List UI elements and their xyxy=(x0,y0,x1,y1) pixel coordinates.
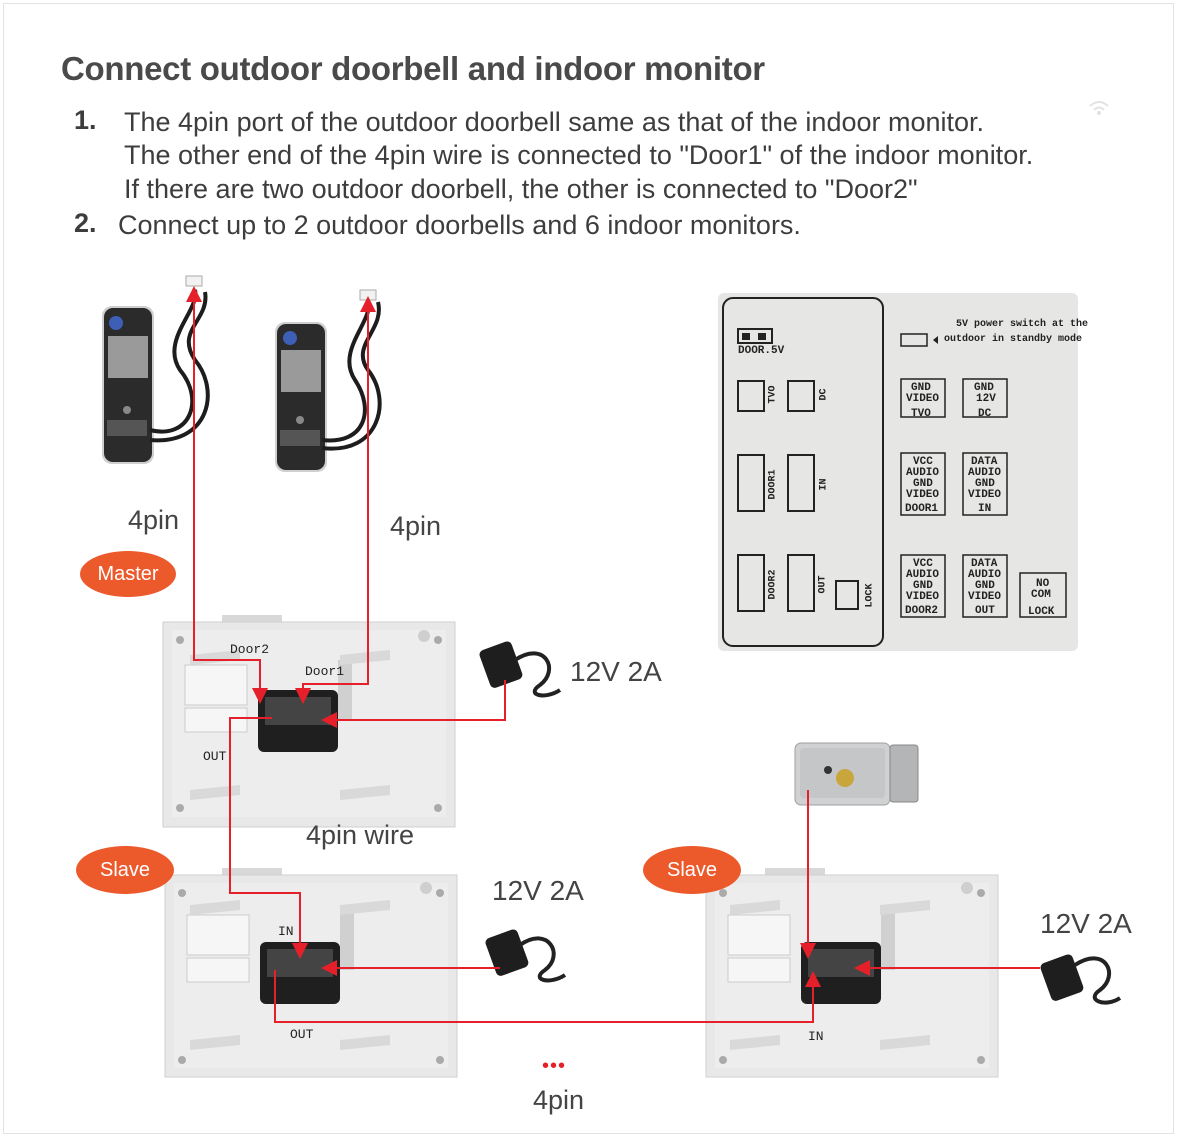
switch-note-line1: 5V power switch at the xyxy=(956,319,1089,330)
pin-label-right: 4pin xyxy=(390,511,442,541)
master-badge: Master xyxy=(80,551,176,597)
out-pin-3: GND xyxy=(975,580,995,592)
out-group-title: OUT xyxy=(975,605,995,617)
door2-pin-3: GND xyxy=(913,580,933,592)
page-title: Connect outdoor doorbell and indoor moni… xyxy=(61,50,765,87)
power-adapter-slave2 xyxy=(1040,954,1122,1005)
door2-pin-4: VIDEO xyxy=(906,591,940,603)
in-group-title: IN xyxy=(978,503,992,515)
door2-pin-2: AUDIO xyxy=(906,569,940,581)
port-lock-label: LOCK xyxy=(864,583,876,608)
power-slave2-label: 12V 2A xyxy=(1040,908,1132,939)
port-in-label: IN xyxy=(818,478,830,491)
in-pin-4: VIDEO xyxy=(968,489,1002,501)
door1-pin-1: VCC xyxy=(913,456,933,468)
wifi-icon xyxy=(1089,101,1109,115)
door2-pin-1: VCC xyxy=(913,558,933,570)
door1-pin-2: AUDIO xyxy=(906,467,940,479)
port-dc-label: DC xyxy=(818,388,830,401)
door1-pin-3: GND xyxy=(913,478,933,490)
lock-pin-1: NO xyxy=(1036,578,1050,590)
door1-label: Door1 xyxy=(305,664,345,679)
outdoor-doorbell-1 xyxy=(102,275,210,464)
door5v-label: DOOR.5V xyxy=(738,345,785,357)
power-adapter-master xyxy=(479,641,562,698)
outdoor-doorbell-2 xyxy=(275,289,382,472)
master-out-label: OUT xyxy=(203,749,227,764)
wiring-lines xyxy=(186,286,1040,1023)
tvo-pin-2: VIDEO xyxy=(906,393,940,405)
out-pin-1: DATA xyxy=(971,558,998,570)
power-slave1-label: 12V 2A xyxy=(492,875,584,906)
lock-pin-2: COM xyxy=(1031,589,1051,601)
tvo-pin-1: GND xyxy=(911,382,931,394)
pin-label-left: 4pin xyxy=(128,505,180,535)
port-door1-label: DOOR1 xyxy=(767,469,779,500)
step-1-line-1: The 4pin port of the outdoor doorbell sa… xyxy=(124,107,985,137)
lock-group-title: LOCK xyxy=(1028,606,1055,618)
slave2-in-label: IN xyxy=(808,1029,824,1044)
slave1-in-label: IN xyxy=(278,924,294,939)
step-1-line-3: If there are two outdoor doorbell, the o… xyxy=(124,174,918,204)
master-monitor xyxy=(162,615,456,828)
bottom-pin-label: 4pin xyxy=(533,1085,585,1115)
power-master-label: 12V 2A xyxy=(570,656,662,687)
dc-group-title: DC xyxy=(978,408,992,420)
dc-pin-2: 12V xyxy=(976,393,996,405)
page-frame xyxy=(3,3,1174,1134)
in-pin-3: GND xyxy=(975,478,995,490)
out-pin-4: VIDEO xyxy=(968,591,1002,603)
port-out-label: OUT xyxy=(817,575,829,594)
ellipsis-dots: ••• xyxy=(542,1055,567,1077)
slave-monitor-2 xyxy=(705,868,999,1078)
switch-note-line2: outdoor in standby mode xyxy=(944,334,1083,345)
tvo-group-title: TVO xyxy=(911,408,931,420)
step-2-number: 2. xyxy=(74,208,97,238)
slave-badge-right: Slave xyxy=(643,846,741,894)
door2-label: Door2 xyxy=(230,642,270,657)
step-1-number: 1. xyxy=(74,105,97,135)
in-pin-2: AUDIO xyxy=(968,467,1002,479)
power-adapter-slave1 xyxy=(485,929,567,983)
port-door2-label: DOOR2 xyxy=(767,569,779,600)
electric-lock xyxy=(794,742,919,806)
slave-monitor-1 xyxy=(164,868,458,1078)
door1-group-title: DOOR1 xyxy=(905,503,939,515)
dc-pin-1: GND xyxy=(974,382,994,394)
door2-group-title: DOOR2 xyxy=(905,605,939,617)
in-pin-1: DATA xyxy=(971,456,998,468)
step-2-line-1: Connect up to 2 outdoor doorbells and 6 … xyxy=(118,210,801,240)
door1-pin-4: VIDEO xyxy=(906,489,940,501)
slave1-out-label: OUT xyxy=(290,1027,314,1042)
port-tvo-label: TVO xyxy=(767,385,779,404)
slave-badge-left: Slave xyxy=(76,846,174,894)
wire-label: 4pin wire xyxy=(306,820,415,850)
step-1-line-2: The other end of the 4pin wire is connec… xyxy=(124,140,1034,170)
terminal-panel: DOOR.5V 5V power switch at the outdoor i… xyxy=(718,293,1088,651)
out-pin-2: AUDIO xyxy=(968,569,1002,581)
